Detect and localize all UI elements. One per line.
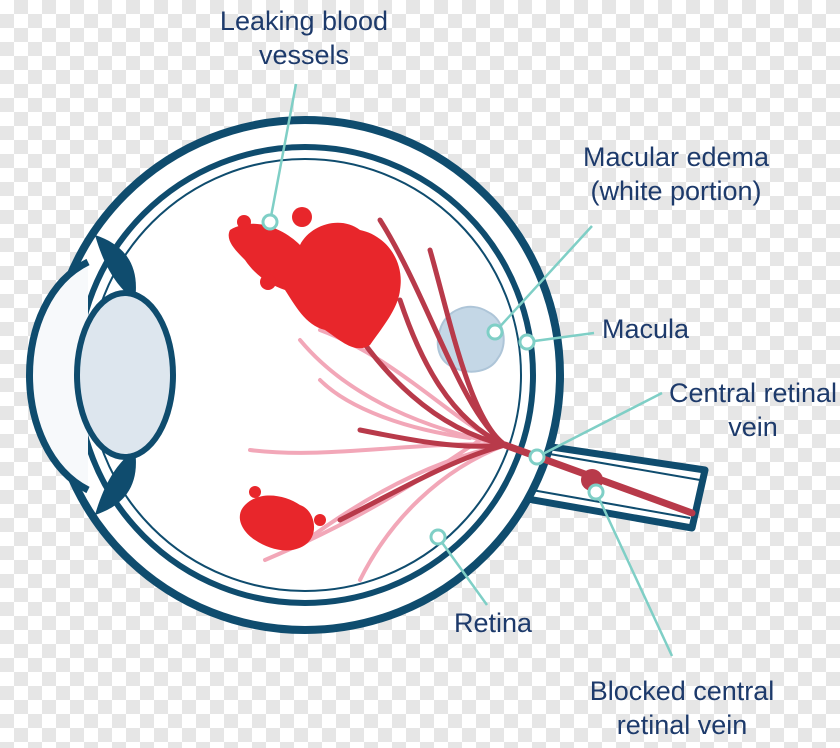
- leader-dots: [261, 213, 605, 546]
- label-leaking-blood-vessels: Leaking blood vessels: [214, 4, 394, 72]
- label-macular-edema: Macular edema (white portion): [580, 140, 772, 208]
- label-edema-line1: Macular edema: [582, 142, 770, 172]
- label-blocked-central-retinal-vein: Blocked central retinal vein: [586, 674, 778, 742]
- label-edema-line2: (white portion): [590, 176, 762, 206]
- blood-splatter-lower: [239, 486, 326, 551]
- label-macula: Macula: [602, 314, 690, 344]
- label-retina: Retina: [454, 608, 533, 638]
- label-crv-line2: vein: [728, 412, 778, 442]
- label-blocked-line2: retinal vein: [616, 710, 748, 740]
- label-crv-line1: Central retinal: [668, 378, 838, 408]
- leader-lines: [268, 83, 674, 657]
- blood-splatter-upper: [228, 207, 401, 349]
- lens: [74, 290, 176, 460]
- iris: [95, 235, 136, 515]
- label-blocked-line1: Blocked central: [589, 676, 775, 706]
- label-leaking-line2: vessels: [258, 40, 350, 70]
- macular-edema-blob: [436, 305, 505, 373]
- cornea: [26, 258, 90, 494]
- label-central-retinal-vein: Central retinal vein: [668, 376, 838, 444]
- label-leaking-line1: Leaking blood: [219, 6, 389, 36]
